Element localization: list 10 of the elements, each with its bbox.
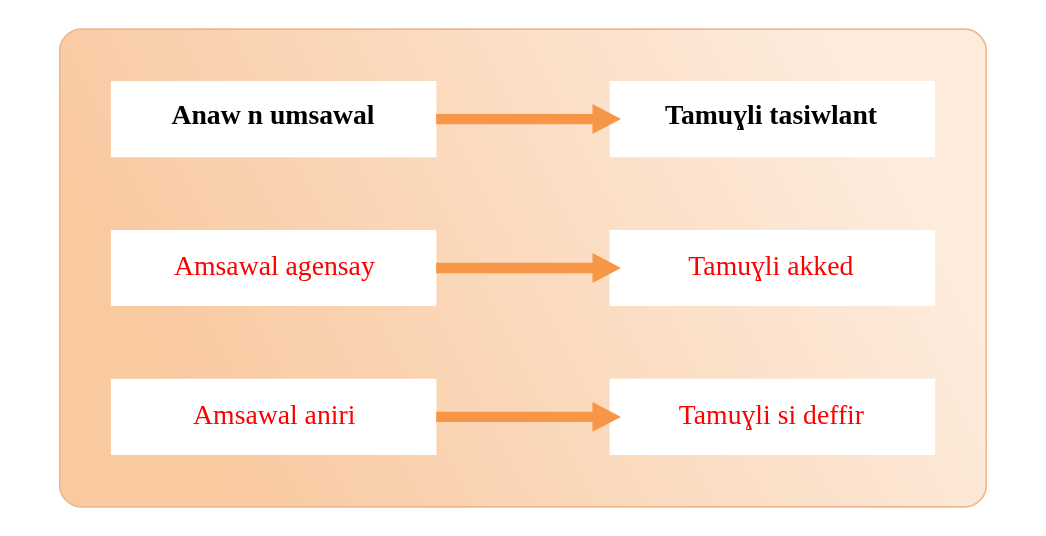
node-box: Amsawal aniri	[110, 378, 437, 455]
node-box: Tamuɣli akked	[609, 229, 936, 307]
node-box: Tamuɣli si deffir	[609, 378, 936, 455]
node-box: Amsawal agensay	[110, 229, 437, 307]
cluster	[58, 28, 988, 508]
arrow	[436, 253, 621, 283]
arrow	[436, 401, 621, 432]
node-box: Anaw n umsawal	[110, 81, 437, 158]
arrow	[436, 104, 621, 134]
node-box: Tamuɣli tasiwlant	[609, 81, 936, 158]
